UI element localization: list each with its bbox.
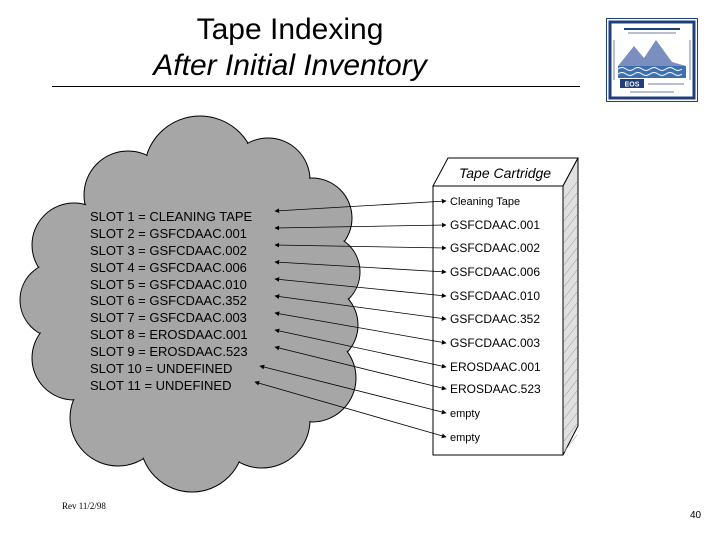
title-line-2: After Initial Inventory [153, 49, 427, 82]
slot-item: SLOT 4 = GSFCDAAC.006 [90, 259, 247, 275]
slot-item: SLOT 2 = GSFCDAAC.001 [90, 225, 247, 241]
revision-date: Rev 11/2/98 [62, 501, 106, 511]
cartridge-row: EROSDAAC.001 [450, 360, 541, 374]
side-hatch-line [563, 291, 578, 310]
cartridge-row: empty [450, 408, 480, 420]
cartridge-row: GSFCDAAC.001 [450, 218, 540, 232]
side-hatch-line [563, 379, 578, 398]
slot-arrow [274, 242, 447, 251]
slot-item: SLOT 5 = GSFCDAAC.010 [90, 276, 247, 292]
cartridge-row: Cleaning Tape [450, 196, 520, 208]
side-hatch-line [563, 434, 578, 453]
side-hatch-line [563, 203, 578, 222]
side-hatch-line [563, 357, 578, 376]
side-hatch-line [563, 214, 578, 233]
tape-cartridge: Tape Cartridge Cleaning TapeGSFCDAAC.001… [432, 157, 579, 456]
slot-arrows [254, 198, 447, 439]
title-divider [52, 86, 580, 87]
side-hatch-line [563, 401, 578, 420]
title-line-1: Tape Indexing [196, 13, 384, 46]
side-hatch-line [563, 181, 578, 200]
cartridge-title: Tape Cartridge [459, 165, 551, 181]
slot-item: SLOT 11 = UNDEFINED [90, 377, 232, 393]
side-hatch-line [563, 192, 578, 211]
side-hatch-line [563, 247, 578, 266]
cartridge-front-face [432, 185, 564, 456]
cartridge-row: EROSDAAC.523 [450, 382, 541, 396]
side-hatch-line [563, 313, 578, 332]
slot-item: SLOT 9 = EROSDAAC.523 [90, 344, 248, 360]
cartridge-row: empty [450, 432, 480, 444]
eos-logo-icon: EOS [606, 18, 698, 102]
side-hatch-line [563, 324, 578, 343]
slot-item: SLOT 3 = GSFCDAAC.002 [90, 242, 247, 258]
slot-arrow [274, 259, 447, 275]
side-hatch-line [563, 236, 578, 255]
side-hatch-line [563, 269, 578, 288]
side-hatch-line [563, 368, 578, 387]
cartridge-row: GSFCDAAC.002 [450, 241, 540, 255]
cartridge-row: GSFCDAAC.006 [450, 265, 540, 279]
slot-arrow [274, 222, 447, 231]
side-hatch-line [563, 412, 578, 431]
slot-item: SLOT 7 = GSFCDAAC.003 [90, 310, 247, 326]
slot-item: SLOT 1 = CLEANING TAPE [90, 209, 253, 224]
logo-label: EOS [625, 82, 640, 89]
side-hatch-line [563, 225, 578, 244]
side-hatch-line [563, 423, 578, 442]
page-number: 40 [690, 510, 702, 521]
slot-arrow [274, 198, 447, 214]
cartridge-row: GSFCDAAC.010 [450, 289, 540, 303]
side-hatch-line [563, 302, 578, 321]
slot-list: SLOT 1 = CLEANING TAPE SLOT 2 = GSFCDAAC… [90, 209, 252, 395]
slot-item: SLOT 6 = GSFCDAAC.352 [90, 293, 247, 309]
slot-arrow [274, 277, 447, 298]
side-hatch-line [563, 390, 578, 409]
side-hatch-line [563, 280, 578, 299]
cartridge-row: GSFCDAAC.352 [450, 312, 540, 326]
side-hatch-line [563, 258, 578, 277]
side-hatch-line [563, 346, 578, 365]
side-hatch-line [563, 335, 578, 354]
slot-item: SLOT 8 = EROSDAAC.001 [90, 327, 248, 343]
slot-item: SLOT 10 = UNDEFINED [90, 361, 233, 377]
slot-arrow [254, 380, 447, 439]
cartridge-row: GSFCDAAC.003 [450, 336, 540, 350]
